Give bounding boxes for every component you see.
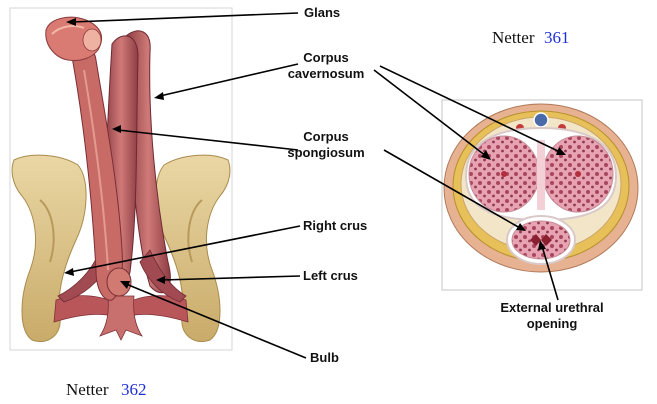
reference-right-prefix: Netter xyxy=(492,28,535,47)
reference-left-prefix: Netter xyxy=(66,380,109,399)
label-corpus-cavernosum-line2: cavernosum xyxy=(288,66,365,81)
reference-right: Netter 361 xyxy=(492,28,569,47)
label-external-urethral-line1: External urethral xyxy=(500,300,603,315)
dorsal-vein xyxy=(534,113,548,127)
label-bulb: Bulb xyxy=(310,350,339,365)
label-glans: Glans xyxy=(304,5,340,20)
reference-left: Netter 362 xyxy=(66,380,146,399)
reference-left-number: 362 xyxy=(121,380,147,399)
label-left-crus: Left crus xyxy=(303,268,358,283)
septum xyxy=(537,140,545,210)
label-external-urethral-line2: opening xyxy=(527,316,578,331)
left-illustration xyxy=(10,8,232,350)
label-right-crus: Right crus xyxy=(303,218,367,233)
right-illustration xyxy=(442,100,642,290)
label-corpus-spongiosum-line1: Corpus xyxy=(303,129,349,144)
label-corpus-cavernosum-line1: Corpus xyxy=(303,50,349,65)
label-corpus-spongiosum-line2: spongiosum xyxy=(287,145,364,160)
reference-right-number: 361 xyxy=(544,28,570,47)
